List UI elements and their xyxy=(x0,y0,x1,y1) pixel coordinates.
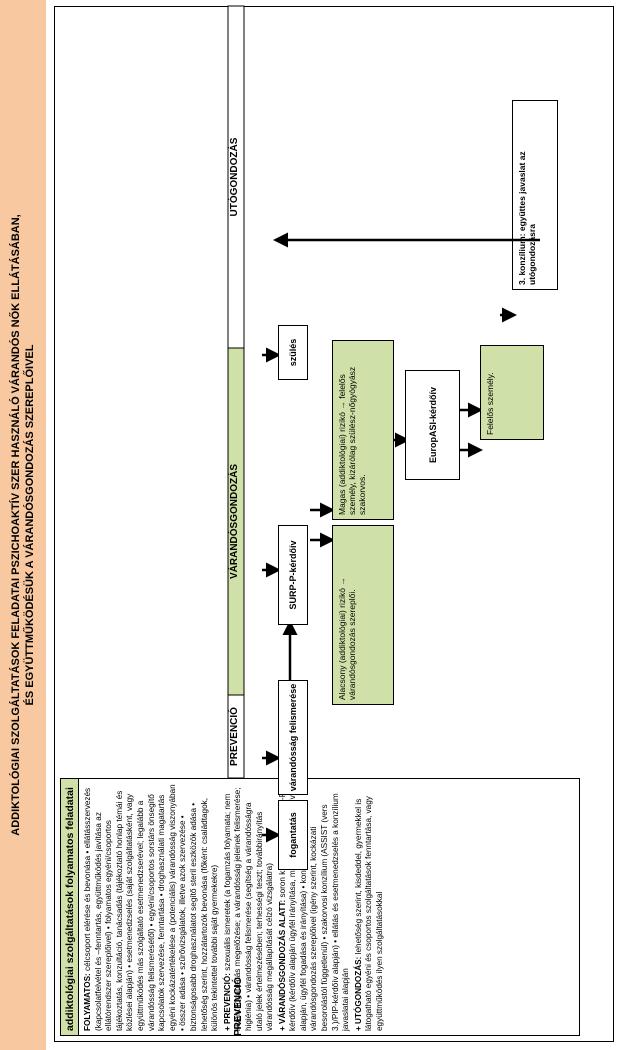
node-birth: szülés xyxy=(278,325,308,380)
phase-label-prevention: PREVENCIÓ xyxy=(229,707,240,766)
node-consilium3: 3. konzílium: együttes javaslat az utógo… xyxy=(512,100,558,290)
node-responsible: Felelős személy. xyxy=(480,345,544,440)
node-conception: fogantatás xyxy=(278,800,308,870)
node-low-risk: Alacsony (addiktológiai) rizikó → várand… xyxy=(332,525,394,705)
phase-label-pregnancy: VÁRANDÓSGONDOZÁS xyxy=(229,464,240,580)
node-europasi: EuropASI-kérdőív xyxy=(405,370,460,480)
phase-band-pregnancy xyxy=(227,347,245,696)
phase-label-aftercare: UTÓGONDOZÁS xyxy=(229,137,240,217)
node-surp: SURP-P-kérdőív xyxy=(278,525,308,625)
node-high-risk: Magas (addiktológiai) rizikó → felelős s… xyxy=(332,340,394,520)
node-recognition: várandósság felismerése xyxy=(278,680,308,795)
